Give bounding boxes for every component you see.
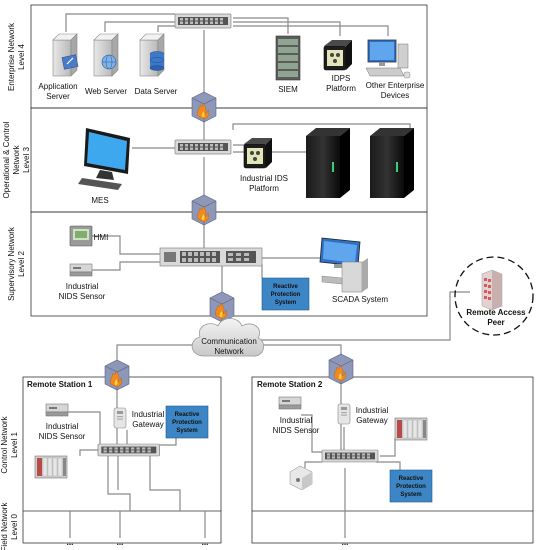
supervisory-nids-label-1: Industrial (66, 282, 99, 291)
rs1-field-dots-2: ... (117, 538, 124, 547)
remote-peer-label-1: Remote Access (466, 308, 526, 317)
rs1-gateway-label-2: Gateway (132, 420, 164, 429)
other-devices-label-2: Devices (381, 91, 409, 100)
rs1-plc-icon (34, 455, 68, 479)
rs2-gateway-icon (337, 403, 351, 425)
hmi-label: HMI (94, 233, 109, 242)
other-devices-label-1: Other Enterprise (366, 81, 425, 90)
application-server-label-1: Application (38, 82, 77, 91)
connection-lines (65, 13, 470, 538)
rs1-switch (97, 443, 161, 457)
remote-peer-label-2: Peer (487, 318, 504, 327)
web-server-label: Web Server (85, 87, 127, 96)
rs2-field-dots: ... (342, 538, 349, 547)
svg-text:Level 4: Level 4 (17, 44, 26, 70)
operational-switch (174, 139, 232, 155)
communication-network-cloud (191, 318, 265, 357)
field-level-label: Field Network Level 0 (0, 502, 19, 550)
svg-text:Supervisory Network: Supervisory Network (7, 226, 16, 301)
rs2-reactive-protection-box (389, 469, 433, 503)
firewall-l3-l2-icon (191, 194, 217, 226)
server-tower-2-icon (370, 128, 414, 198)
remote-station-2-title: Remote Station 2 (257, 380, 323, 389)
idps-label-2: Platform (326, 84, 356, 93)
idps-label-1: IDPS (332, 74, 351, 83)
other-enterprise-devices-icon (365, 39, 411, 79)
svg-text:Level 0: Level 0 (10, 514, 19, 540)
rs1-reactive-label-3: System (176, 428, 197, 434)
rs1-field-dots-1: ... (67, 538, 74, 547)
control-level-label: Control Network Level 1 (0, 415, 19, 473)
rs2-nids-icon (278, 396, 302, 410)
rs2-reactive-label-2: Protection (396, 484, 426, 490)
svg-text:Level 3: Level 3 (22, 147, 31, 173)
rs1-gateway-label-1: Industrial (132, 410, 165, 419)
svg-text:Enterprise Network: Enterprise Network (7, 22, 16, 91)
remote-access-peer-circle (454, 256, 534, 336)
rs1-field-dots-3: ... (202, 538, 209, 547)
communication-network-label-2: Network (214, 347, 244, 356)
web-server-icon (93, 33, 119, 77)
firewall-l4-l3-icon (191, 91, 217, 123)
application-server-label-2: Server (46, 92, 70, 101)
hmi-icon (69, 225, 93, 247)
scada-label: SCADA System (332, 295, 388, 304)
rs1-nids-label-2: NIDS Sensor (39, 432, 86, 441)
rs1-gateway-icon (113, 407, 127, 429)
supervisory-switch (159, 247, 263, 267)
rs1-reactive-label-1: Reactive (175, 412, 200, 418)
remote-station-2-box (251, 376, 534, 544)
firewall-l2-comm-icon (209, 291, 235, 323)
rs2-nids-label-2: NIDS Sensor (273, 426, 320, 435)
rs1-nids-label-1: Industrial (46, 422, 79, 431)
rs2-reactive-label-1: Reactive (399, 476, 424, 482)
siem-icon (275, 35, 301, 81)
rs2-reactive-label-3: System (400, 492, 421, 498)
application-server-icon (52, 33, 79, 77)
server-tower-1-icon (306, 128, 350, 198)
communication-network-label-1: Communication (201, 337, 257, 346)
remote-access-building-icon (481, 269, 503, 311)
industrial-ids-icon (243, 138, 272, 169)
supervisory-reactive-label-1: Reactive (273, 284, 298, 290)
firewall-rs1-icon (104, 359, 130, 391)
rs2-field-device-icon (289, 465, 313, 491)
svg-text:Operational & Control: Operational & Control (2, 121, 11, 198)
svg-text:Level 1: Level 1 (10, 432, 19, 458)
siem-label: SIEM (278, 85, 298, 94)
operational-level-label: Operational & Control Network Level 3 (2, 121, 31, 198)
svg-text:Network: Network (12, 144, 21, 174)
remote-station-1-title: Remote Station 1 (27, 380, 93, 389)
rs2-gateway-label-2: Gateway (356, 416, 388, 425)
data-server-icon (139, 33, 165, 77)
rs2-gateway-label-1: Industrial (356, 406, 389, 415)
idps-platform-icon (323, 40, 352, 71)
supervisory-nids-label-2: NIDS Sensor (59, 292, 106, 301)
supervisory-reactive-protection-box (261, 277, 310, 311)
rs2-switch (321, 449, 379, 463)
industrial-ids-label-2: Platform (249, 184, 279, 193)
rs2-plc-icon (394, 417, 428, 441)
rs1-reactive-protection-box (165, 405, 209, 439)
firewall-rs2-icon (328, 353, 354, 385)
svg-text:Level 2: Level 2 (17, 251, 26, 277)
data-server-label: Data Server (135, 87, 178, 96)
rs2-nids-label-1: Industrial (280, 416, 313, 425)
rs1-reactive-label-2: Protection (172, 420, 202, 426)
enterprise-switch (174, 13, 232, 29)
svg-text:Field Network: Field Network (0, 502, 9, 550)
supervisory-nids-icon (69, 263, 93, 277)
mes-label: MES (91, 196, 108, 205)
supervisory-reactive-label-3: System (275, 300, 296, 306)
supervisory-level-label: Supervisory Network Level 2 (7, 226, 26, 301)
mes-monitor-icon (78, 128, 130, 190)
supervisory-reactive-label-2: Protection (271, 292, 301, 298)
svg-text:Control Network: Control Network (0, 415, 9, 473)
rs1-nids-icon (45, 403, 69, 417)
scada-system-icon (319, 237, 368, 293)
enterprise-level-label: Enterprise Network Level 4 (7, 22, 26, 91)
industrial-ids-label-1: Industrial IDS (240, 174, 288, 183)
